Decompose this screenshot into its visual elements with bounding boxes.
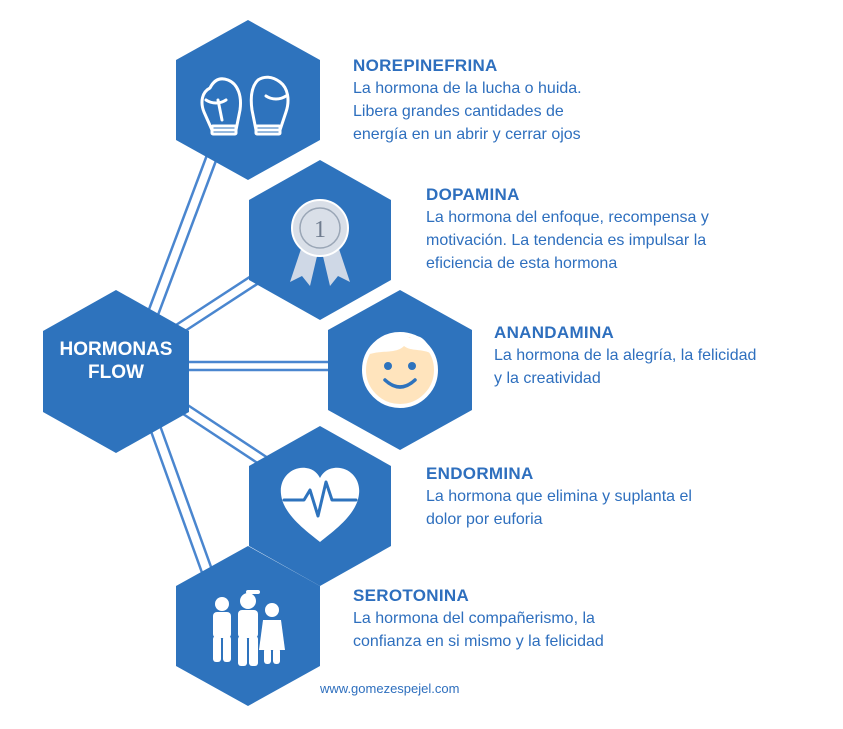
description-line: La hormona del compañerismo, la [353, 610, 595, 627]
connector-endormina [173, 398, 269, 468]
hormone-title: DOPAMINA [426, 185, 520, 204]
block-endormina: ENDORMINA La hormona que elimina y supla… [426, 463, 692, 531]
connector-serotonina [146, 419, 217, 582]
block-dopamina: DOPAMINA La hormona del enfoque, recompe… [426, 184, 709, 275]
hormone-title: ANANDAMINA [494, 323, 615, 342]
smiley-face-icon [362, 332, 438, 408]
description-line: dolor por euforia [426, 511, 543, 528]
block-norepinefrina: NOREPINEFRINA La hormona de la lucha o h… [353, 55, 582, 146]
description-line: La hormona que elimina y suplanta el [426, 488, 692, 505]
hormone-description: La hormona que elimina y suplanta el dol… [426, 485, 692, 531]
description-line: motivación. La tendencia es impulsar la [426, 232, 707, 249]
center-title: HORMONAS FLOW [40, 338, 192, 384]
footer-website: www.gomezespejel.com [320, 681, 460, 696]
description-line: La hormona de la lucha o huida. [353, 80, 582, 97]
center-hexagon [43, 290, 189, 453]
connector-norepinefrina [146, 154, 219, 316]
connectors [146, 154, 340, 582]
award-ribbon-icon: 1 [290, 199, 350, 286]
hormone-description: La hormona del enfoque, recompensa y mot… [426, 206, 709, 275]
center-title-line1: HORMONAS [59, 339, 173, 360]
hexagon-norepinefrina [176, 20, 320, 180]
hormone-description: La hormona del compañerismo, la confianz… [353, 607, 604, 653]
center-title-line2: FLOW [88, 362, 144, 383]
award-number: 1 [314, 217, 326, 243]
description-line: La hormona del enfoque, recompensa y [426, 209, 709, 226]
connector-anandamina [185, 360, 340, 372]
people-group-icon [213, 590, 285, 666]
description-line: confianza en si mismo y la felicidad [353, 633, 604, 650]
boxing-gloves-icon [200, 75, 290, 136]
description-line: energía en un abrir y cerrar ojos [353, 126, 581, 143]
description-line: y la creatividad [494, 370, 601, 387]
block-anandamina: ANANDAMINA La hormona de la alegría, la … [494, 322, 756, 390]
description-line: Libera grandes cantidades de [353, 103, 564, 120]
hormone-title: NOREPINEFRINA [353, 56, 498, 75]
hormone-title: ENDORMINA [426, 464, 534, 483]
heartbeat-icon [280, 467, 360, 542]
description-line: eficiencia de esta hormona [426, 255, 618, 272]
hormone-description: La hormona de la lucha o huida. Libera g… [353, 77, 582, 146]
block-serotonina: SEROTONINA La hormona del compañerismo, … [353, 585, 604, 653]
hormone-description: La hormona de la alegría, la felicidad y… [494, 344, 756, 390]
description-line: La hormona de la alegría, la felicidad [494, 347, 757, 364]
hormone-title: SEROTONINA [353, 586, 470, 605]
